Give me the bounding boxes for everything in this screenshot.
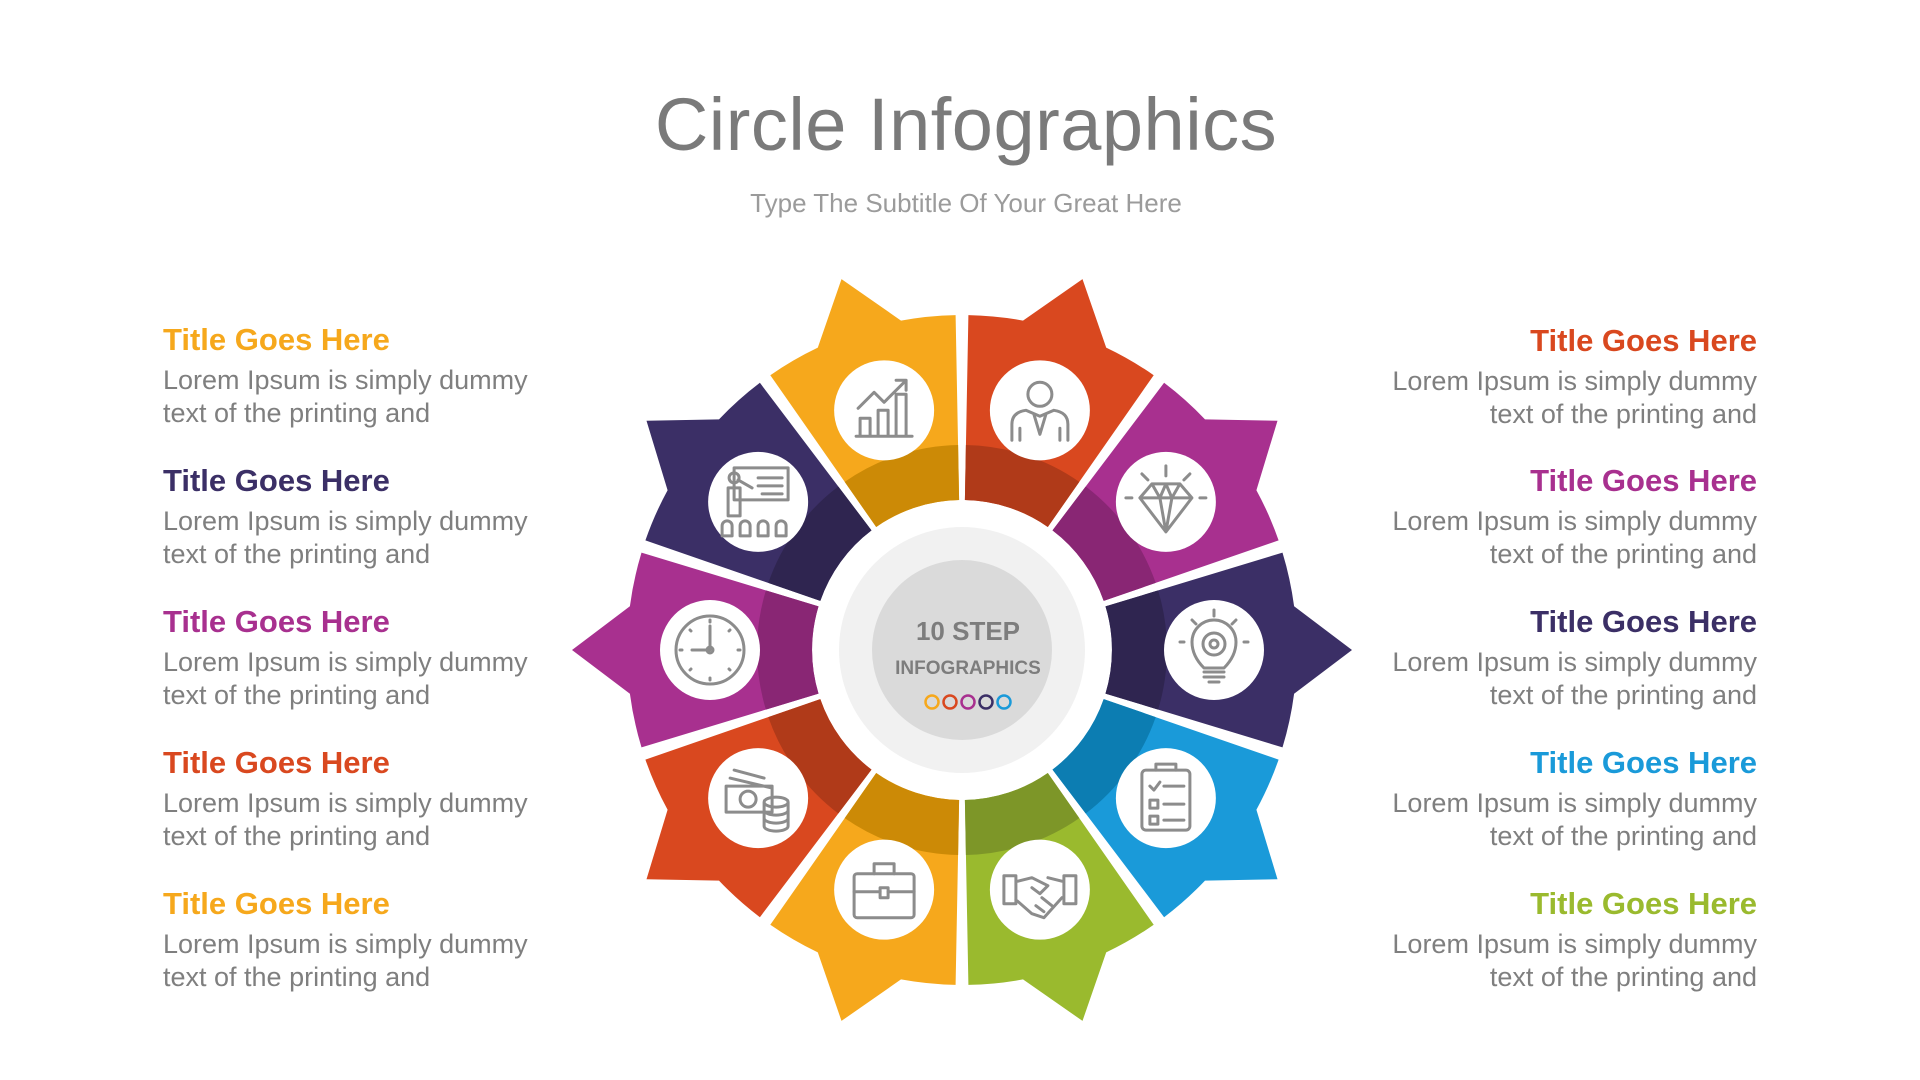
segment-2 xyxy=(964,279,1154,527)
segment-8 xyxy=(645,699,872,918)
body-line: text of the printing and xyxy=(163,680,431,710)
segment-5 xyxy=(1052,699,1279,918)
item-title: Title Goes Here xyxy=(163,604,390,639)
item-title: Title Goes Here xyxy=(1530,886,1757,921)
body-line: text of the printing and xyxy=(1489,821,1757,851)
body-line: Lorem Ipsum is simply dummy xyxy=(1392,647,1757,677)
color-dot xyxy=(924,694,940,710)
right-item-4: Title Goes Here Lorem Ipsum is simply du… xyxy=(1337,745,1757,853)
segment-10 xyxy=(645,382,872,601)
item-title: Title Goes Here xyxy=(163,886,390,921)
center-inner-disc xyxy=(872,560,1052,740)
idea-gear-bulb-icon xyxy=(1178,608,1250,684)
left-item-5: Title Goes Here Lorem Ipsum is simply du… xyxy=(163,886,583,994)
page-subtitle: Type The Subtitle Of Your Great Here xyxy=(750,188,1182,218)
item-title: Title Goes Here xyxy=(1530,745,1757,780)
segment-7 xyxy=(770,773,960,1021)
page-title: Circle Infographics xyxy=(654,83,1278,166)
segment-9 xyxy=(572,552,819,748)
item-title: Title Goes Here xyxy=(1530,463,1757,498)
segment-1 xyxy=(770,279,960,527)
icon-badge xyxy=(834,839,935,940)
body-line: text of the printing and xyxy=(163,962,431,992)
color-dot xyxy=(960,694,976,710)
center-infographics-label: INFOGRAPHICS xyxy=(895,658,1041,679)
body-line: text of the printing and xyxy=(1489,962,1757,992)
segment-6 xyxy=(964,773,1154,1021)
body-line: Lorem Ipsum is simply dummy xyxy=(1392,366,1757,396)
segment-3 xyxy=(1052,382,1279,601)
segment-inner-band xyxy=(1052,699,1156,814)
businessman-icon xyxy=(1010,380,1070,442)
segment-inner-band xyxy=(964,445,1080,527)
segment-inner-band xyxy=(768,486,872,601)
icon-badge xyxy=(989,839,1090,940)
body-line: Lorem Ipsum is simply dummy xyxy=(1392,506,1757,536)
right-item-3: Title Goes Here Lorem Ipsum is simply du… xyxy=(1337,604,1757,712)
segment-inner-band xyxy=(844,445,960,527)
icon-badge xyxy=(1164,600,1264,700)
right-item-5: Title Goes Here Lorem Ipsum is simply du… xyxy=(1337,886,1757,994)
item-title: Title Goes Here xyxy=(163,745,390,780)
right-item-1: Title Goes Here Lorem Ipsum is simply du… xyxy=(1337,323,1757,431)
color-dot xyxy=(996,694,1012,710)
left-item-4: Title Goes Here Lorem Ipsum is simply du… xyxy=(163,745,583,853)
body-line: text of the printing and xyxy=(1489,539,1757,569)
segment-4 xyxy=(1105,552,1352,748)
icon-badge xyxy=(1115,451,1216,552)
segment-inner-band xyxy=(1105,590,1167,710)
body-line: text of the printing and xyxy=(1489,680,1757,710)
body-line: text of the printing and xyxy=(1489,399,1757,429)
body-line: text of the printing and xyxy=(163,539,431,569)
center-dots xyxy=(924,694,1012,710)
left-item-1: Title Goes Here Lorem Ipsum is simply du… xyxy=(163,322,583,430)
icon-badge xyxy=(989,360,1090,461)
center-step-label: 10 STEP xyxy=(916,616,1020,646)
body-line: Lorem Ipsum is simply dummy xyxy=(1392,929,1757,959)
item-title: Title Goes Here xyxy=(163,463,390,498)
segment-inner-band xyxy=(757,590,819,710)
wheel-segments xyxy=(572,279,1352,1021)
presentation-icon xyxy=(720,466,790,538)
clock-icon xyxy=(674,614,746,686)
money-coins-icon xyxy=(724,768,790,833)
body-line: Lorem Ipsum is simply dummy xyxy=(163,506,528,536)
body-line: text of the printing and xyxy=(163,398,431,428)
color-dot xyxy=(978,694,994,710)
icon-badge xyxy=(708,748,809,849)
body-line: Lorem Ipsum is simply dummy xyxy=(1392,788,1757,818)
diamond-icon xyxy=(1124,464,1208,534)
right-item-2: Title Goes Here Lorem Ipsum is simply du… xyxy=(1337,463,1757,571)
item-title: Title Goes Here xyxy=(1530,323,1757,358)
center-hub: 10 STEP INFOGRAPHICS xyxy=(839,527,1085,773)
checklist-clipboard-icon xyxy=(1140,762,1192,832)
item-title: Title Goes Here xyxy=(1530,604,1757,639)
segment-inner-band xyxy=(964,773,1080,855)
body-line: Lorem Ipsum is simply dummy xyxy=(163,788,528,818)
segment-inner-band xyxy=(768,699,872,814)
body-line: Lorem Ipsum is simply dummy xyxy=(163,365,528,395)
growth-chart-icon xyxy=(854,378,914,438)
item-title: Title Goes Here xyxy=(163,322,390,357)
left-item-3: Title Goes Here Lorem Ipsum is simply du… xyxy=(163,604,583,712)
handshake-icon xyxy=(1002,874,1078,920)
segment-inner-band xyxy=(844,773,960,855)
color-dot xyxy=(942,694,958,710)
briefcase-icon xyxy=(852,862,916,920)
left-item-2: Title Goes Here Lorem Ipsum is simply du… xyxy=(163,463,583,571)
body-line: text of the printing and xyxy=(163,821,431,851)
body-line: Lorem Ipsum is simply dummy xyxy=(163,647,528,677)
body-line: Lorem Ipsum is simply dummy xyxy=(163,929,528,959)
segment-inner-band xyxy=(1052,486,1156,601)
